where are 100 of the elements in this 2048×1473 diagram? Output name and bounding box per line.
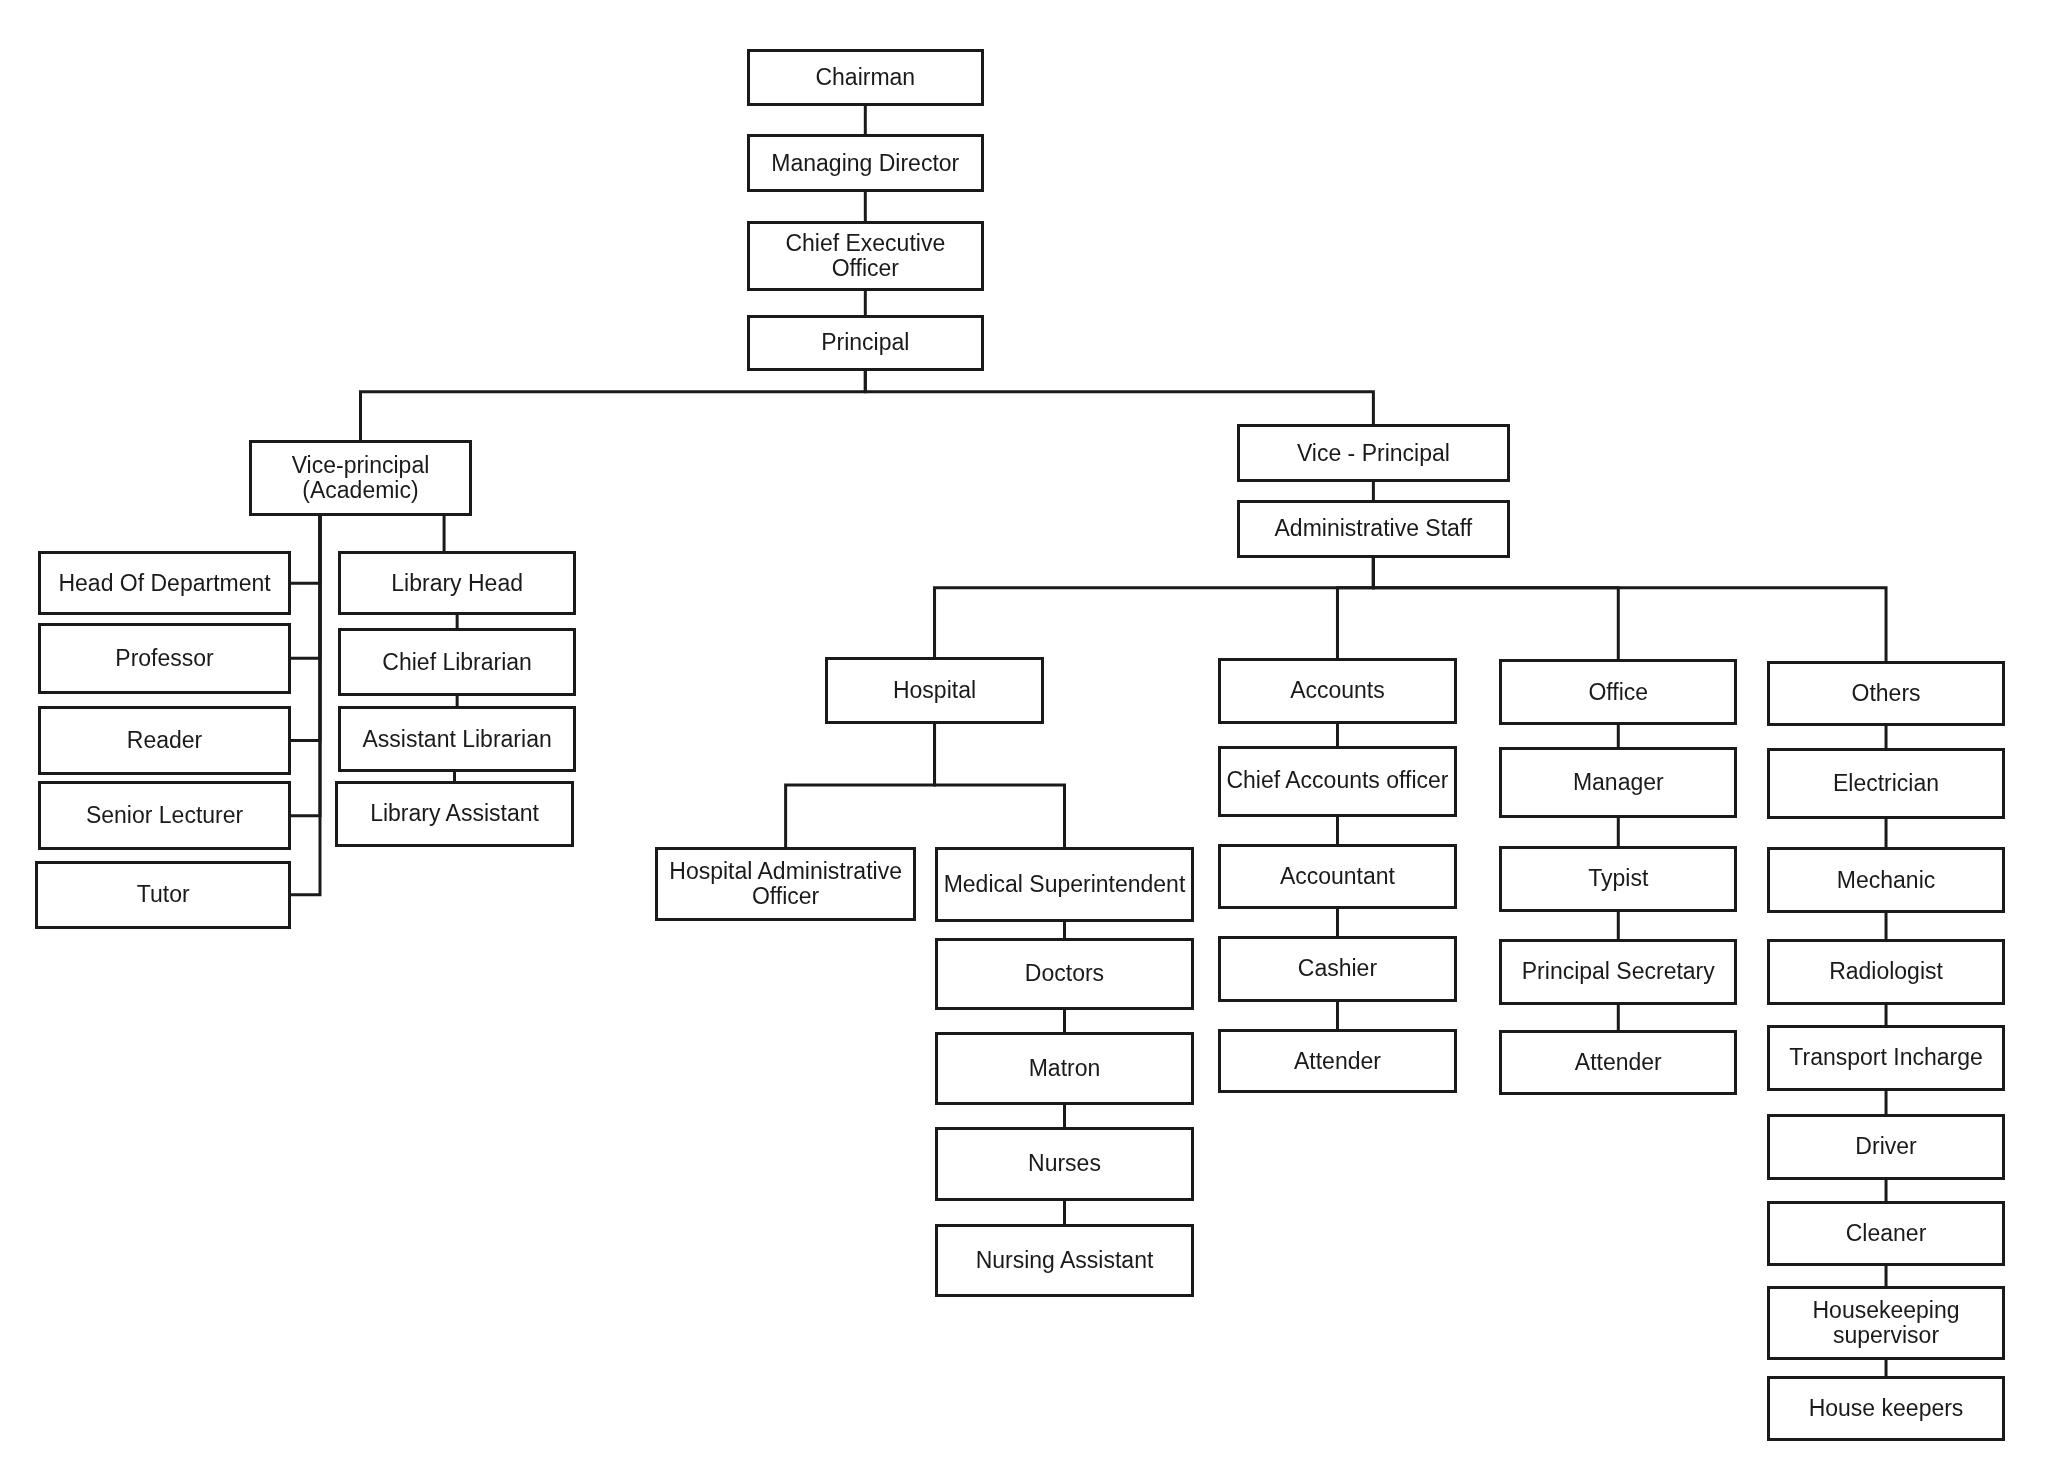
box-label: Chief Librarian xyxy=(382,649,532,675)
box-label: Library Head xyxy=(391,570,523,596)
box-label: Assistant Librarian xyxy=(362,726,552,752)
org-box xyxy=(746,134,984,193)
org-box xyxy=(338,628,577,697)
box-label: Chief Accounts officer xyxy=(1226,768,1449,794)
connector-line xyxy=(1063,1199,1066,1226)
org-box xyxy=(1236,500,1511,558)
box-label: Cashier xyxy=(1297,956,1378,982)
org-box xyxy=(746,314,984,372)
box-label: Administrative Staff xyxy=(1274,516,1473,542)
box-label: Driver xyxy=(1855,1134,1917,1160)
org-box xyxy=(1767,1025,2006,1091)
org-box xyxy=(1218,658,1457,724)
connector-line xyxy=(863,369,1375,426)
box-label: Attender xyxy=(1293,1048,1381,1074)
box-label: Tutor xyxy=(136,882,190,908)
org-box xyxy=(935,847,1194,923)
org-box xyxy=(1767,938,2006,1005)
connector-line xyxy=(1335,907,1339,938)
connector-line xyxy=(863,190,867,223)
connector-line xyxy=(1335,722,1339,748)
org-box xyxy=(825,656,1044,724)
connector-line xyxy=(1884,1264,1888,1288)
org-box xyxy=(338,706,577,773)
box-label: Vice - Principal xyxy=(1296,440,1450,466)
box-label: Chief Executive Officer xyxy=(784,230,947,282)
org-box xyxy=(1767,1286,2006,1360)
connector-line xyxy=(1335,1000,1339,1031)
box-label: Senior Lecturer xyxy=(85,803,244,829)
org-box xyxy=(1218,1029,1457,1094)
box-label: Hospital Administrative Officer xyxy=(668,858,903,910)
box-label: Housekeeping supervisor xyxy=(1811,1297,1961,1349)
connector-line xyxy=(289,514,322,897)
connector-line xyxy=(863,104,867,136)
connector-line xyxy=(1335,815,1339,846)
box-label: Library Assistant xyxy=(370,801,539,827)
org-box xyxy=(1499,659,1738,726)
connector-line xyxy=(863,289,867,317)
org-box xyxy=(1767,1376,2006,1441)
org-box xyxy=(935,1031,1194,1106)
org-box xyxy=(37,551,292,616)
box-label: Accountant xyxy=(1279,863,1395,890)
org-box xyxy=(1767,1201,2006,1266)
org-box xyxy=(1499,1030,1738,1095)
org-box xyxy=(746,220,984,292)
connector-line xyxy=(1063,1103,1066,1129)
org-box xyxy=(37,706,292,775)
connector-line xyxy=(1063,920,1066,940)
org-box xyxy=(1499,746,1738,818)
box-label: Others xyxy=(1851,680,1921,707)
org-box xyxy=(338,551,577,616)
org-box xyxy=(37,622,292,694)
org-box xyxy=(1767,847,2006,914)
org-box xyxy=(1767,748,2006,820)
org-box xyxy=(1218,936,1457,1002)
box-label: Professor xyxy=(115,645,214,671)
box-label: Medical Superintendent xyxy=(943,872,1186,898)
connector-line xyxy=(1884,817,1888,849)
org-box xyxy=(1499,938,1738,1005)
box-label: Nurses xyxy=(1028,1151,1101,1177)
box-label: Reader xyxy=(126,727,203,754)
org-box xyxy=(1499,846,1738,912)
org-box xyxy=(35,860,292,929)
connector-line xyxy=(1371,556,1888,663)
box-label: Vice-principal (Academic) xyxy=(290,452,431,504)
connector-line xyxy=(1616,1003,1620,1032)
org-box xyxy=(935,1223,1194,1298)
connector-line xyxy=(1884,911,1888,941)
connector-line xyxy=(933,722,1066,849)
connector-line xyxy=(1884,1089,1888,1116)
org-box xyxy=(655,847,916,921)
org-box xyxy=(1767,1113,2006,1180)
org-box xyxy=(1767,660,2006,727)
box-label: Office xyxy=(1588,679,1649,705)
box-label: Manager xyxy=(1572,769,1664,795)
box-label: House keepers xyxy=(1808,1396,1964,1422)
box-label: Typist xyxy=(1588,866,1649,892)
connector-line xyxy=(442,514,446,553)
box-label: Managing Director xyxy=(771,150,960,176)
org-box xyxy=(746,49,984,106)
box-label: Matron xyxy=(1028,1055,1101,1082)
box-label: Principal xyxy=(821,330,910,356)
org-box xyxy=(249,439,472,517)
org-box xyxy=(1218,745,1457,817)
box-label: Attender xyxy=(1574,1049,1662,1076)
connector-line xyxy=(1884,1178,1888,1203)
connector-line xyxy=(1884,724,1888,750)
connector-line xyxy=(1616,723,1620,749)
connector-line xyxy=(1884,1003,1888,1027)
box-label: Cleaner xyxy=(1845,1220,1927,1247)
org-box xyxy=(935,937,1194,1010)
box-label: Chairman xyxy=(815,65,916,91)
org-box xyxy=(1218,843,1457,910)
box-label: Radiologist xyxy=(1829,959,1943,985)
box-label: Mechanic xyxy=(1836,867,1936,893)
org-box xyxy=(1236,424,1511,483)
box-label: Hospital xyxy=(892,677,977,703)
box-label: Transport Incharge xyxy=(1789,1045,1983,1071)
org-box xyxy=(935,1127,1194,1201)
